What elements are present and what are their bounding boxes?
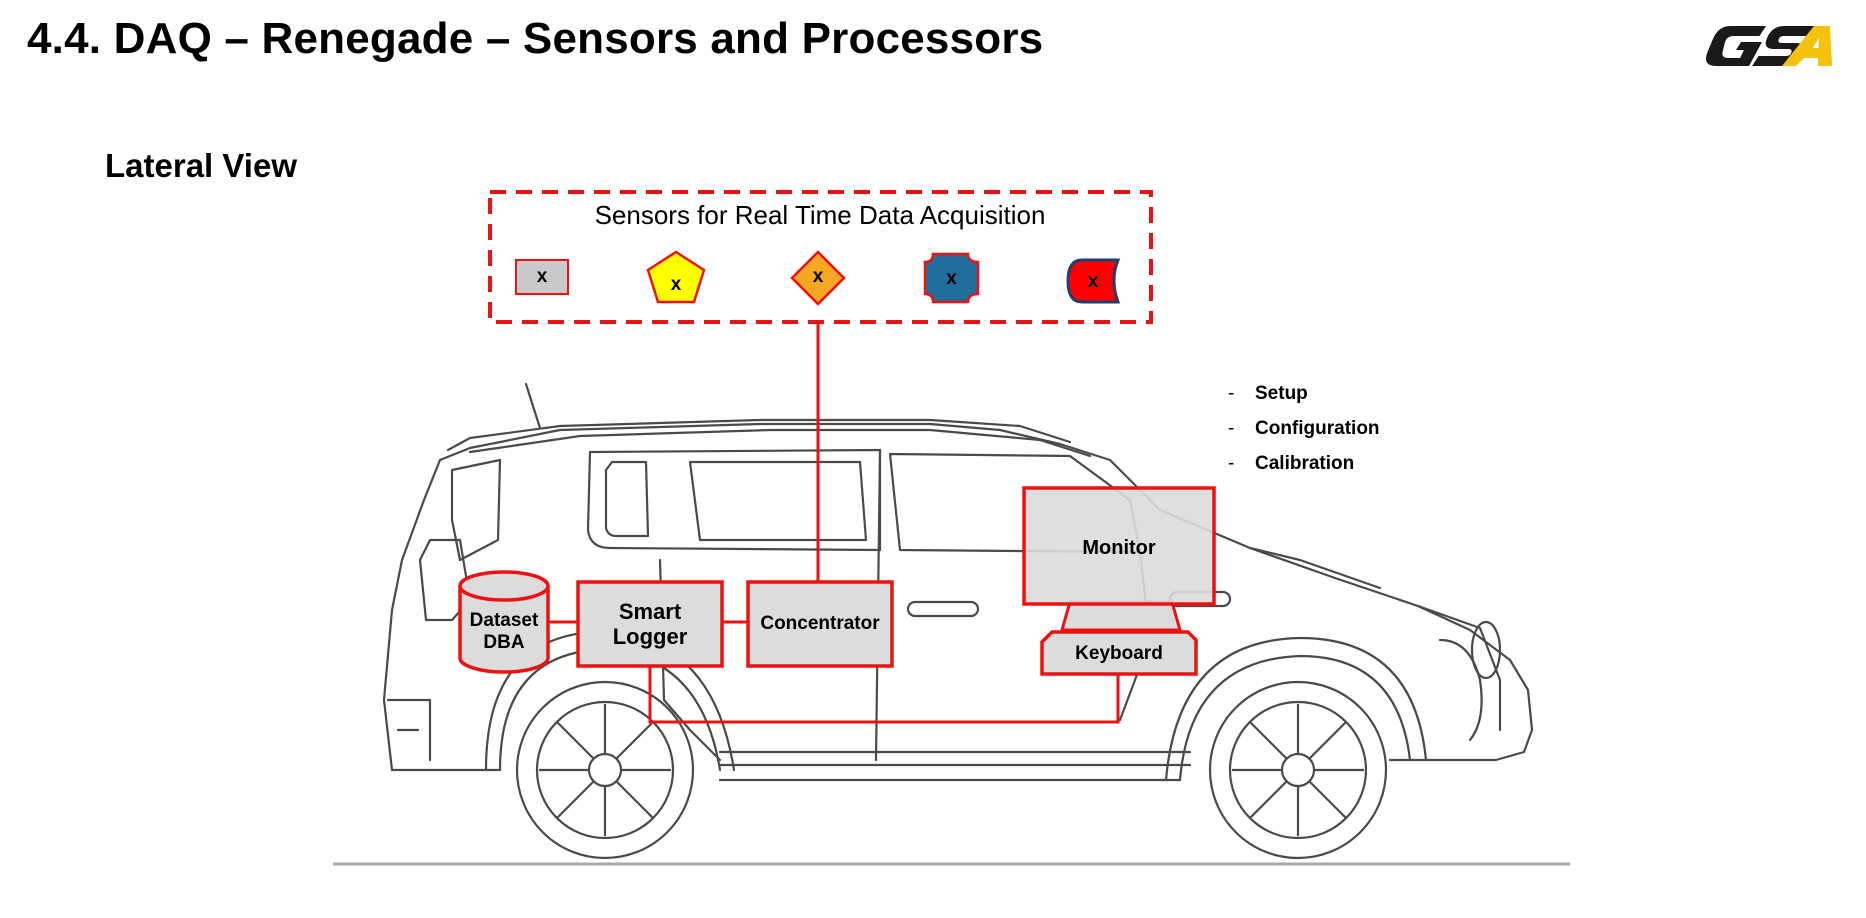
legend-symbol-red-can bbox=[1066, 258, 1121, 304]
monitor-label: Monitor bbox=[1082, 536, 1156, 559]
monitor-box bbox=[1022, 486, 1216, 606]
smart-logger-label: Smart Logger bbox=[578, 586, 722, 662]
legend-symbol-blue-octagon bbox=[923, 252, 980, 304]
legend-label-red: x bbox=[1087, 271, 1099, 293]
legend-symbol-yellow-pentagon bbox=[646, 250, 706, 304]
concentrator-label: Concentrator bbox=[760, 613, 880, 635]
rear-wheel bbox=[515, 680, 695, 860]
dataset-dba-label: Dataset DBA bbox=[460, 602, 548, 662]
legend-title: Sensors for Real Time Data Acquisition bbox=[594, 200, 1046, 230]
smart-logger-label-line2: Logger bbox=[612, 624, 688, 649]
function-calibration: Calibration bbox=[1255, 452, 1355, 474]
legend-label-orange: x bbox=[812, 266, 824, 288]
legend-label-gray: x bbox=[536, 266, 548, 288]
view-subtitle: Lateral View bbox=[105, 147, 297, 184]
dataset-dba-cylinder bbox=[458, 570, 550, 674]
slide-title: 4.4. DAQ – Renegade – Sensors and Proces… bbox=[27, 14, 1044, 63]
dataset-dba-label-line1: Dataset bbox=[469, 610, 539, 632]
function-setup: Setup bbox=[1255, 382, 1308, 404]
smart-logger-label-line1: Smart bbox=[618, 598, 682, 624]
smart-logger-box bbox=[576, 580, 724, 668]
dataset-dba-label-line2: DBA bbox=[483, 632, 525, 653]
keyboard-box bbox=[1040, 630, 1198, 676]
sensor-legend-frame bbox=[488, 190, 1153, 324]
list-item: -Calibration bbox=[1228, 452, 1355, 474]
concentrator-box bbox=[746, 580, 894, 668]
list-item: -Setup bbox=[1228, 382, 1308, 404]
list-item: -Configuration bbox=[1228, 417, 1380, 439]
legend-label-blue: x bbox=[946, 268, 957, 290]
gsa-logo bbox=[1705, 26, 1833, 66]
monitor-functions-list: -Setup -Configuration -Calibration bbox=[1228, 376, 1380, 481]
front-wheel bbox=[1208, 680, 1388, 860]
legend-symbol-gray-rectangle bbox=[515, 259, 569, 295]
legend-label-yellow: x bbox=[670, 274, 682, 296]
function-configuration: Configuration bbox=[1255, 417, 1380, 439]
legend-symbol-orange-diamond bbox=[790, 250, 846, 306]
keyboard-label: Keyboard bbox=[1075, 643, 1163, 665]
connection-lines bbox=[548, 322, 1120, 724]
monitor-stand bbox=[1060, 600, 1182, 632]
